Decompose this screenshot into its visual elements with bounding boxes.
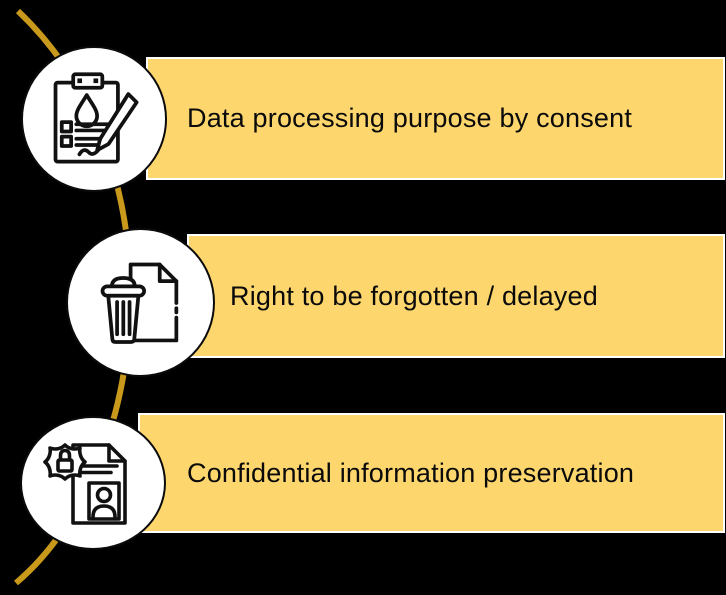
item-label-3: Confidential information preservation	[187, 457, 635, 488]
badge-id-document-icon	[43, 443, 127, 525]
consent-clipboard-icon	[53, 72, 139, 164]
item-icon-circle-2	[66, 228, 215, 377]
trash-document-icon	[100, 262, 178, 344]
item-icon-circle-3	[20, 416, 166, 550]
item-label-2: Right to be forgotten / delayed	[230, 280, 598, 311]
item-bar-1: Data processing purpose by consent	[146, 57, 725, 180]
item-label-1: Data processing purpose by consent	[187, 103, 633, 133]
item-icon-circle-1	[21, 46, 167, 192]
item-bar-3: Confidential information preservation	[138, 413, 725, 533]
item-bar-2: Right to be forgotten / delayed	[187, 234, 725, 358]
